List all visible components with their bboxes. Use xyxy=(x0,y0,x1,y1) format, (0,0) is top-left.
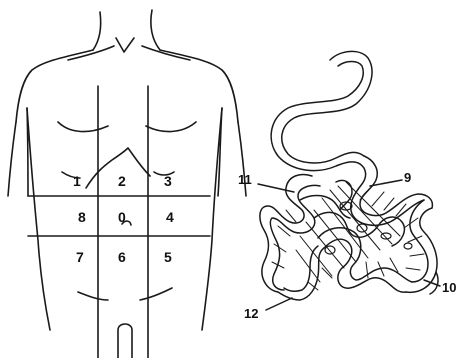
intestine-callout-labels: 9 10 11 12 xyxy=(238,170,456,321)
collarbone-right xyxy=(142,46,190,60)
region-label-6: 6 xyxy=(118,249,126,265)
region-label-4: 4 xyxy=(166,209,174,225)
chest-left xyxy=(58,122,108,132)
groin-right xyxy=(140,288,172,300)
torso-region-labels: 1 2 3 8 0 4 7 6 5 xyxy=(73,173,174,265)
groin-center xyxy=(118,324,132,358)
neck-outline-right xyxy=(151,10,160,50)
mid-loops-a xyxy=(314,212,404,246)
region-label-8: 8 xyxy=(78,209,86,225)
collarbone-left xyxy=(68,46,114,60)
callout-line-11 xyxy=(258,184,294,192)
callout-label-10: 10 xyxy=(442,280,456,295)
central-loops-a xyxy=(324,239,406,292)
arm-left-outer xyxy=(8,122,16,196)
torso-side-right xyxy=(202,108,222,330)
chest-right xyxy=(146,122,196,132)
region-label-3: 3 xyxy=(164,173,172,189)
jugular-notch xyxy=(116,38,134,52)
intestine-diagram xyxy=(258,51,440,310)
region-label-5: 5 xyxy=(164,249,172,265)
stomach-inner xyxy=(271,62,363,171)
shoulder-right xyxy=(160,50,238,122)
mesentery-hatching xyxy=(272,182,424,290)
callout-label-11: 11 xyxy=(238,172,252,187)
callout-label-9: 9 xyxy=(404,170,411,185)
torso-diagram xyxy=(8,10,246,358)
neck-outline xyxy=(93,12,101,50)
ileum-loop-left xyxy=(278,248,324,300)
callout-label-12: 12 xyxy=(244,306,258,321)
stomach-outer xyxy=(282,51,372,163)
groin-left xyxy=(78,292,108,300)
region-label-1: 1 xyxy=(73,173,81,189)
region-label-2: 2 xyxy=(118,173,126,189)
region-label-7: 7 xyxy=(76,249,84,265)
jejunum-loop-b xyxy=(270,185,320,290)
torso-side-left xyxy=(27,108,50,330)
region-label-0: 0 xyxy=(118,209,126,225)
callout-line-12 xyxy=(266,298,292,310)
